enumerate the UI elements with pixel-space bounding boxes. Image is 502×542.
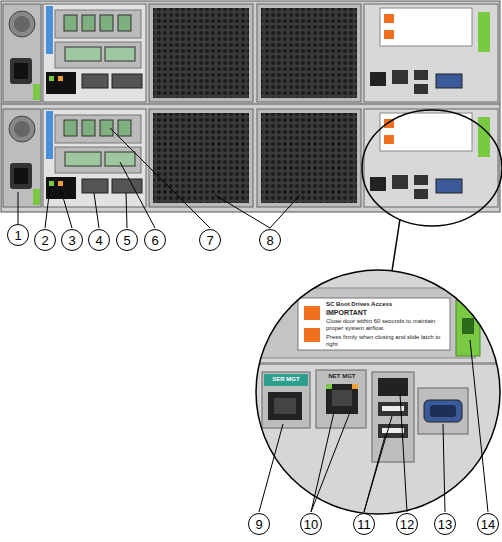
callout-number: 2 [34, 229, 56, 251]
callout-number: 11 [353, 513, 375, 535]
callout-number: 10 [300, 513, 322, 535]
panel-label: Press firmly when closing and slide latc… [326, 334, 446, 347]
callout-number: 9 [248, 513, 270, 535]
callout-text: 10 [304, 518, 318, 531]
panel-label: Close door within 60 seconds to maintain… [326, 318, 446, 331]
callout-number: 14 [477, 513, 499, 535]
callout-number: 12 [396, 513, 418, 535]
callout-text: 5 [123, 234, 130, 247]
callout-number: 1 [7, 224, 29, 246]
callout-text: 13 [438, 518, 452, 531]
callout-text: 11 [357, 518, 371, 531]
callout-text: 9 [255, 518, 262, 531]
callout-number: 7 [199, 229, 221, 251]
callout-number: 3 [61, 229, 83, 251]
callout-number: 4 [88, 229, 110, 251]
callout-number: 5 [116, 229, 138, 251]
callout-text: 3 [68, 234, 75, 247]
callout-text: 2 [41, 234, 48, 247]
callout-text: 1 [14, 229, 21, 242]
callout-text: 12 [400, 518, 414, 531]
panel-label: SER MGT [265, 376, 307, 383]
panel-label: NET MGT [322, 373, 362, 380]
callout-text: 7 [206, 234, 213, 247]
callout-text: 8 [266, 234, 273, 247]
callout-number: 13 [434, 513, 456, 535]
callout-number: 6 [144, 229, 166, 251]
callout-text: 4 [95, 234, 102, 247]
panel-label: SC Boot Drives Access [326, 301, 446, 308]
callout-text: 14 [481, 518, 495, 531]
panel-label: IMPORTANT [326, 309, 446, 317]
callout-number: 8 [259, 229, 281, 251]
callout-text: 6 [151, 234, 158, 247]
